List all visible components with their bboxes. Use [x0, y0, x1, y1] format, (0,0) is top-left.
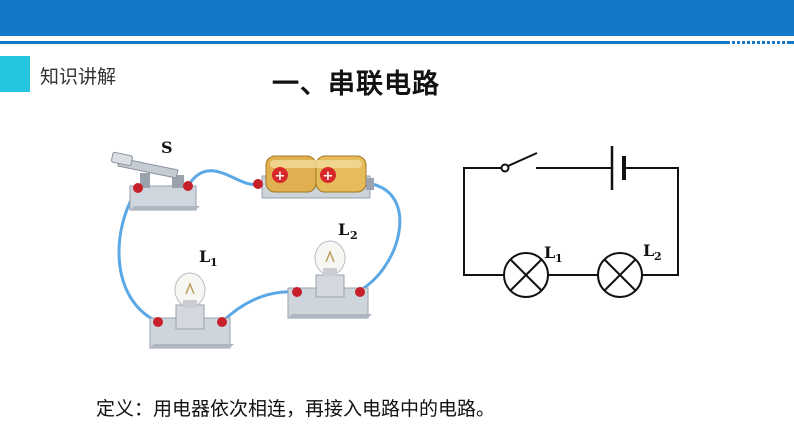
lamp2-assembly: L 2 — [287, 220, 372, 319]
schematic-lamp2-subscript: 2 — [654, 250, 662, 263]
section-label: 知识讲解 — [40, 66, 117, 88]
header-divider-dots — [730, 41, 790, 44]
lamp2-terminal-right — [355, 287, 365, 297]
knife-switch: S — [111, 138, 200, 211]
lamp2-label: L — [338, 220, 349, 239]
battery-cell-1-polarity: + — [275, 169, 286, 184]
slide-title: 一、串联电路 — [272, 69, 440, 100]
switch-terminal-right — [183, 181, 193, 191]
wire-lamp2-to-lamp1 — [220, 290, 299, 324]
circuit-schematic — [463, 146, 679, 298]
wire-switch-to-battery — [186, 169, 260, 188]
battery-pack: + + — [253, 155, 374, 199]
top-banner — [0, 0, 794, 36]
lamp1-terminal-left — [153, 317, 163, 327]
schematic-lamp1-subscript: 1 — [555, 252, 563, 265]
schematic-wire-left — [463, 167, 505, 276]
schematic-lamp2 — [597, 252, 643, 298]
schematic-switch-blade — [507, 152, 538, 167]
header-divider — [0, 41, 794, 44]
battery-terminal-left — [253, 179, 263, 189]
lamp2-terminal-left — [292, 287, 302, 297]
lamp1-terminal-right — [217, 317, 227, 327]
definition-text: 定义：用电器依次相连，再接入电路中的电路。 — [96, 398, 496, 420]
lamp1-subscript: 1 — [210, 256, 218, 269]
schematic-lamp2-label: L — [643, 241, 654, 260]
lamp1-label: L — [199, 247, 210, 266]
wire-battery-to-lamp2 — [355, 182, 402, 294]
schematic-lamp1 — [503, 252, 549, 298]
wire-lamp1-to-switch — [117, 186, 160, 324]
switch-terminal-left — [133, 183, 143, 193]
schematic-wire-right — [624, 167, 679, 276]
switch-label: S — [161, 138, 173, 157]
lamp2-subscript: 2 — [350, 229, 358, 242]
schematic-switch-pivot — [500, 163, 510, 173]
lamp1-assembly: L 1 — [149, 247, 234, 349]
battery-cell-2-polarity: + — [323, 169, 334, 184]
schematic-lamp1-label: L — [544, 243, 555, 262]
section-marker — [0, 56, 30, 92]
